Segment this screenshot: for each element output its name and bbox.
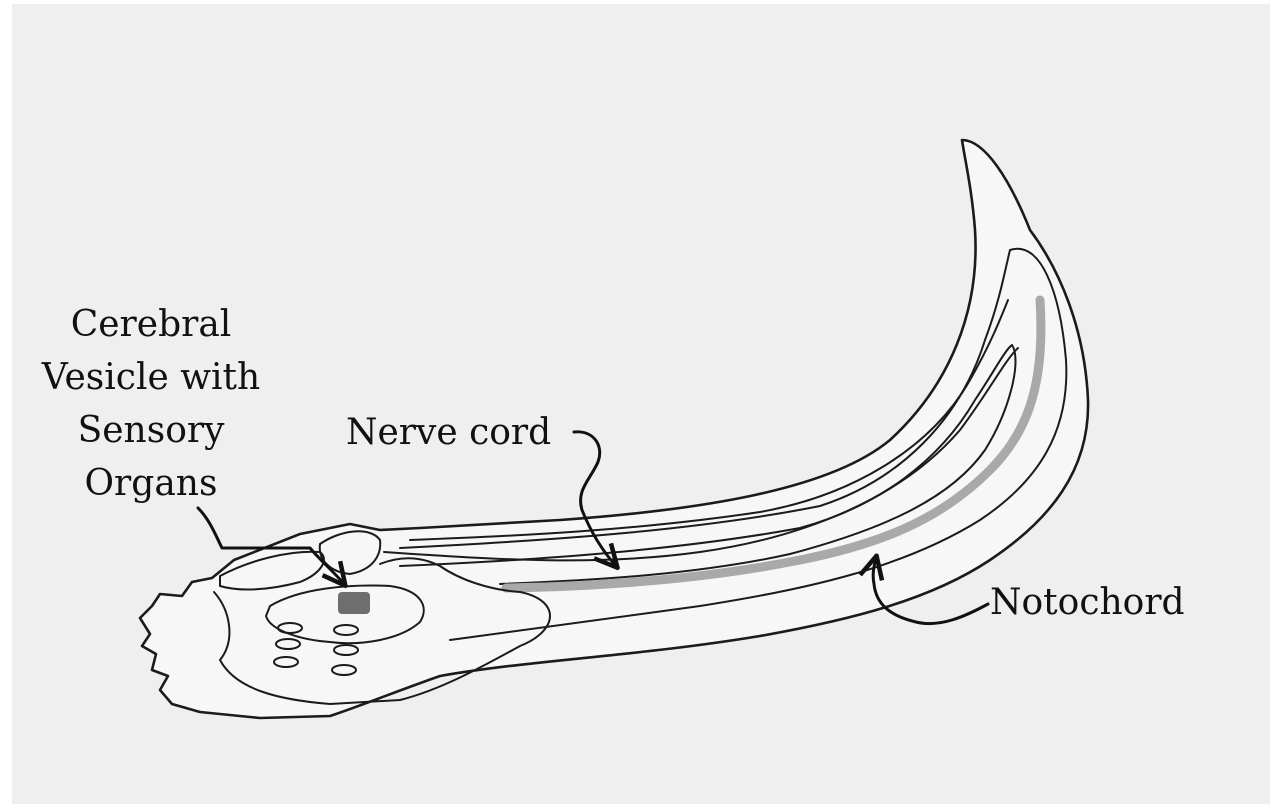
cerebral-vesicle-label-line: Sensory bbox=[18, 404, 284, 457]
cerebral-vesicle-label-line: Cerebral bbox=[18, 298, 284, 351]
sensory-organ bbox=[338, 592, 370, 614]
cerebral-vesicle-label-line: Organs bbox=[18, 457, 284, 510]
notochord-label: Notochord bbox=[990, 576, 1185, 629]
cerebral-vesicle-label-line: Vesicle with bbox=[18, 351, 284, 404]
nerve-cord-label: Nerve cord bbox=[346, 406, 551, 459]
cerebral-vesicle-label: Cerebral Vesicle with Sensory Organs bbox=[18, 298, 284, 510]
